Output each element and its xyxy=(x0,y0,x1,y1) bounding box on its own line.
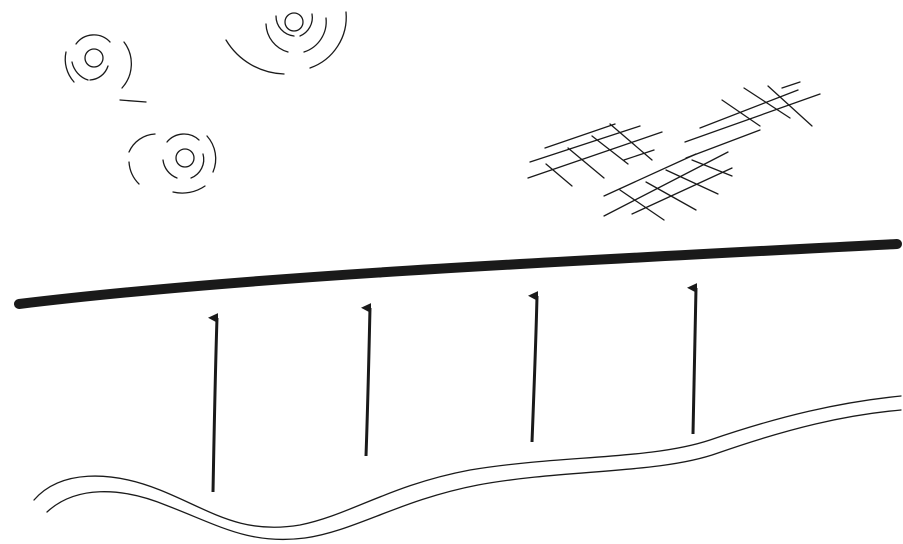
mesh-patch-3 xyxy=(604,152,732,220)
wavy-double-line xyxy=(34,396,901,539)
mesh-patch-1 xyxy=(528,124,662,186)
mesh-patch-2 xyxy=(685,82,820,158)
arrow-1 xyxy=(213,318,217,492)
arrow-3 xyxy=(532,296,537,442)
ripple-circle-3 xyxy=(129,134,216,193)
mesh-patches xyxy=(528,82,820,220)
ripple-circles xyxy=(65,12,346,193)
arrow-2 xyxy=(366,308,370,456)
upward-arrows xyxy=(213,288,696,492)
boundary-line xyxy=(19,244,897,304)
ripple-circle-1 xyxy=(65,35,146,102)
arrow-4 xyxy=(693,288,696,434)
ripple-circle-2 xyxy=(226,12,346,74)
